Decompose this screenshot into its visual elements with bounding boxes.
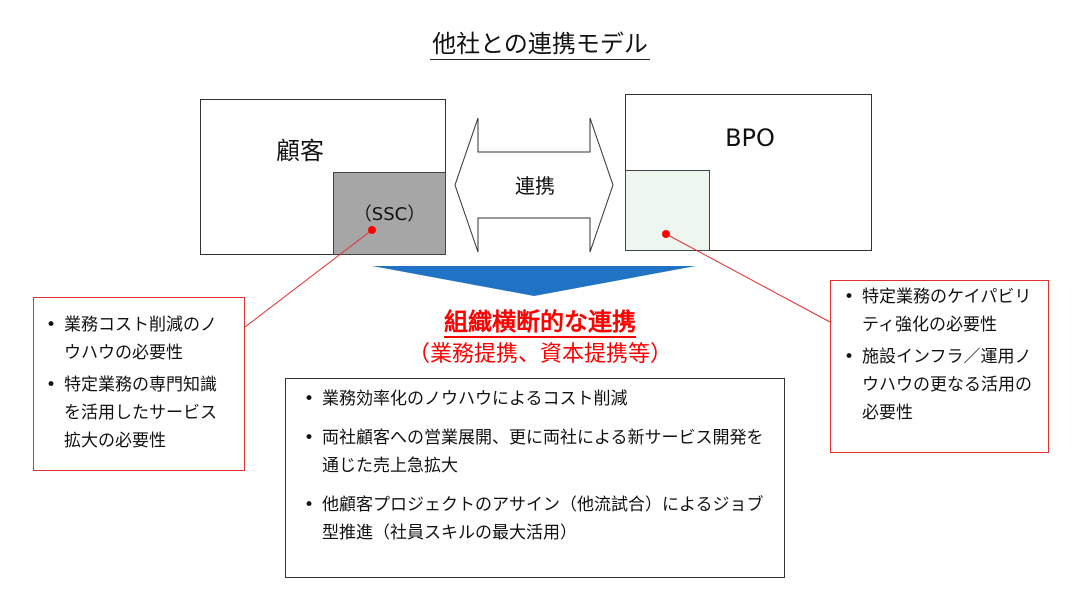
headline: 組織横断的な連携 bbox=[330, 302, 750, 338]
list-item: 業務コスト削減のノウハウの必要性 bbox=[46, 311, 232, 367]
bpo-needs-list: 特定業務のケイパビリティ強化の必要性 施設インフラ／運用ノウハウの更なる活用の必… bbox=[844, 283, 1042, 431]
convergence-triangle bbox=[372, 266, 696, 296]
headline-text: 組織横断的な連携 bbox=[444, 308, 636, 338]
right-connector-line bbox=[665, 233, 831, 323]
list-item: 他顧客プロジェクトのアサイン（他流試合）によるジョブ型推進（社員スキルの最大活用… bbox=[304, 491, 772, 547]
diagram-title-text: 他社との連携モデル bbox=[430, 30, 650, 60]
right-connector-dot bbox=[662, 230, 670, 238]
list-item: 施設インフラ／運用ノウハウの更なる活用の必要性 bbox=[844, 343, 1042, 427]
bpo-label: BPO bbox=[725, 124, 775, 152]
list-item: 特定業務の専門知識を活用したサービス拡大の必要性 bbox=[46, 371, 232, 455]
list-item: 両社顧客への営業展開、更に両社による新サービス開発を通じた売上急拡大 bbox=[304, 424, 772, 480]
client-needs-list: 業務コスト削減のノウハウの必要性 特定業務の専門知識を活用したサービス拡大の必要… bbox=[46, 311, 232, 459]
ssc-label: （SSC） bbox=[353, 204, 426, 225]
benefits-list: 業務効率化のノウハウによるコスト削減 両社顧客への営業展開、更に両社による新サー… bbox=[304, 385, 772, 558]
diagram-title: 他社との連携モデル bbox=[0, 28, 1080, 60]
link-double-arrow bbox=[454, 117, 614, 253]
subheadline: （業務提携、資本提携等） bbox=[407, 342, 672, 367]
list-item: 特定業務のケイパビリティ強化の必要性 bbox=[844, 283, 1042, 339]
left-connector-line bbox=[244, 229, 373, 328]
left-connector-dot bbox=[368, 226, 376, 234]
link-label: 連携 bbox=[515, 174, 555, 198]
ssc-box bbox=[333, 172, 446, 255]
client-label: 顧客 bbox=[276, 137, 324, 165]
list-item: 業務効率化のノウハウによるコスト削減 bbox=[304, 385, 772, 413]
